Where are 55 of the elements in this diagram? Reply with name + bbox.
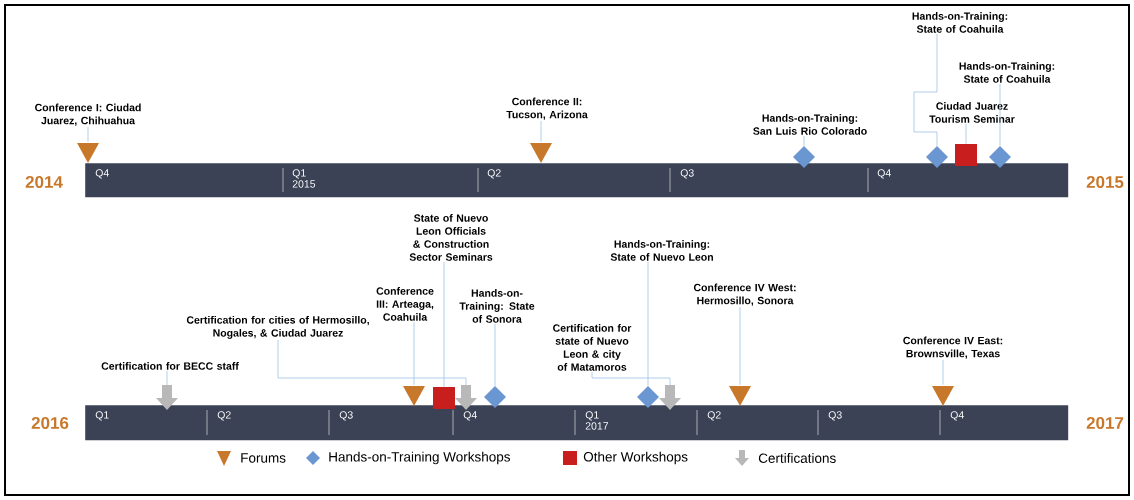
event-label: Ciudad Juarez Tourism Seminar [929,102,1015,123]
square-marker [955,144,977,166]
down-arrow-marker [156,385,178,410]
leader-line [413,321,415,386]
year-label: 2017 [1086,416,1124,429]
leader-line [965,123,967,145]
leader-line [803,135,805,147]
event-label: Certification for state of Nuevo Leon & city of Matamoros [553,324,632,371]
leader-line [443,261,445,388]
diamond-marker [484,386,506,408]
event-label: State of Nuevo Leon Officials & Construction Sector Seminars [409,214,493,261]
diamond-marker [637,386,659,408]
event-label: Conference I: Ciudad Juarez, Chihuahua [35,103,141,126]
year-label: 2015 [1086,176,1124,188]
leader-line [591,371,671,387]
event-label: Certification for cities of Hermosillo, Nogales, & Ciudad Juarez [186,315,369,339]
event-label: Certification for BECC staff [101,362,239,370]
leader-line [87,126,89,143]
down-arrow-marker [659,385,681,410]
down-arrow-marker [455,385,477,410]
leader-line [540,120,542,143]
triangle-marker [403,386,425,406]
leader-line [942,359,944,386]
diamond-marker [793,146,815,168]
event-label: Conference II: Tucson, Arizona [506,97,588,120]
event-label: Hands-on-Training: San Luis Rio Colorado [753,114,867,135]
legend-label: Hands-on-Training Workshops [329,451,510,465]
diamond-marker [989,146,1011,168]
event-label: Hands-on-Training: State of Coahuila [959,62,1055,83]
triangle-marker [530,143,552,163]
event-label: Conference III: Arteaga, Coahuila [376,287,434,321]
leader-line [494,323,496,387]
year-label: 2014 [25,176,63,188]
event-label: Hands-on-Training: State of Sonora [459,289,535,323]
leader-line [913,33,938,147]
event-label: Conference IV West: Hermosillo, Sonora [693,283,796,306]
leader-line [647,261,649,387]
event-label: Hands-on-Training: State of Nuevo Leon [610,240,713,261]
leader-line [166,370,168,387]
legend-label: Certifications [758,453,836,463]
timeline-bar: Q4 Q1 2015 Q2 Q3 Q4 [85,163,1069,198]
triangle-marker [77,143,99,163]
square-marker [433,387,455,409]
event-label: Hands-on-Training: State of Coahuila [912,12,1008,33]
leader-line [277,339,467,387]
triangle-marker [932,386,954,406]
triangle-marker [729,386,751,406]
timeline-bar: Q1 Q2 Q3 Q4 Q1 2017 Q2 Q3 Q4 [85,405,1069,441]
diamond-marker [926,146,948,168]
legend-label: Other Workshops [583,451,688,465]
leader-line [739,306,741,386]
legend-label: Forums [241,453,286,463]
leader-line [999,83,1001,147]
event-label: Conference IV East: Brownsville, Texas [903,336,1003,359]
year-label: 2016 [31,416,69,429]
